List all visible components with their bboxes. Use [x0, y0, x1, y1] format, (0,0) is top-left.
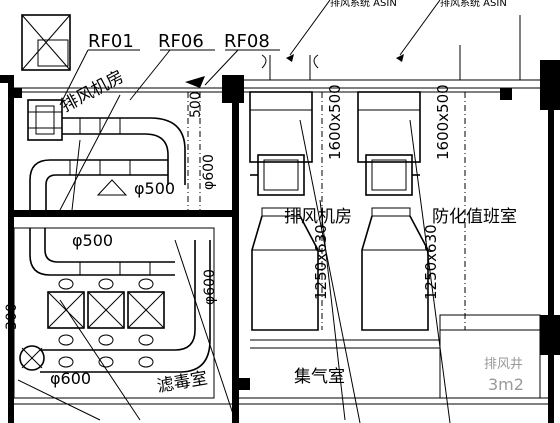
label-dia500-lower: φ500 — [72, 231, 113, 250]
label-dia500-upper: φ500 — [134, 179, 175, 198]
label-v-dia600-a: φ600 — [201, 154, 217, 190]
watermark-line2: 3m2 — [488, 375, 524, 394]
beam-lines — [14, 79, 548, 405]
wall-left — [8, 75, 14, 423]
exhaust-fan-b — [365, 154, 413, 196]
column-bottom-right — [540, 315, 560, 355]
shaft-box — [439, 314, 541, 399]
column-small-bottom — [238, 378, 250, 390]
label-v-1600x500-b: 1600x500 — [434, 84, 452, 160]
label-rf08: RF08 — [224, 31, 270, 52]
label-v-300: 300 — [4, 303, 20, 330]
label-exhaust-room-right: 排风机房 — [284, 207, 352, 227]
wall-middle — [232, 75, 239, 423]
exhaust-fan-a — [257, 154, 305, 196]
filter-unit — [87, 291, 125, 329]
top-annotations — [261, 0, 521, 80]
label-v-dia600-b: φ600 — [202, 269, 218, 305]
walls — [0, 60, 560, 423]
label-duty-room: 防化值班室 — [432, 207, 517, 227]
right-exhaust-room — [249, 91, 541, 423]
wall-right — [548, 60, 554, 423]
label-gas-room: 集气室 — [294, 367, 345, 387]
label-top-b: 排风系统 ASIN — [440, 0, 507, 9]
wall-middle-left — [8, 210, 238, 217]
column-left — [12, 88, 22, 98]
label-top-a: 排风系统 ASIN — [330, 0, 397, 9]
column-small — [500, 88, 512, 100]
watermark-line1: 排风井 — [484, 357, 523, 372]
exhaust-fan-left — [27, 92, 201, 211]
filter-unit — [47, 291, 85, 329]
filter-unit — [127, 291, 165, 329]
label-dia600-lower: φ600 — [50, 369, 91, 388]
label-v-1250x630-b: 1250x630 — [422, 224, 440, 300]
arrow-marker — [185, 76, 205, 88]
duct-riser-top-left — [21, 14, 71, 71]
label-rf06: RF06 — [158, 31, 204, 52]
fan-round — [19, 345, 45, 371]
duct-1600x500-a — [249, 91, 313, 163]
duct-1600x500-b — [357, 91, 421, 163]
wall-segment — [0, 75, 14, 83]
column-top-middle — [222, 75, 244, 103]
label-v-1250x630-a: 1250x630 — [312, 224, 330, 300]
label-v-1600x500-a: 1600x500 — [326, 84, 344, 160]
filter-room-equipment — [13, 227, 236, 421]
label-v-500: 500 — [188, 91, 204, 118]
label-rf01: RF01 — [88, 31, 134, 52]
label-leaders — [59, 49, 280, 106]
